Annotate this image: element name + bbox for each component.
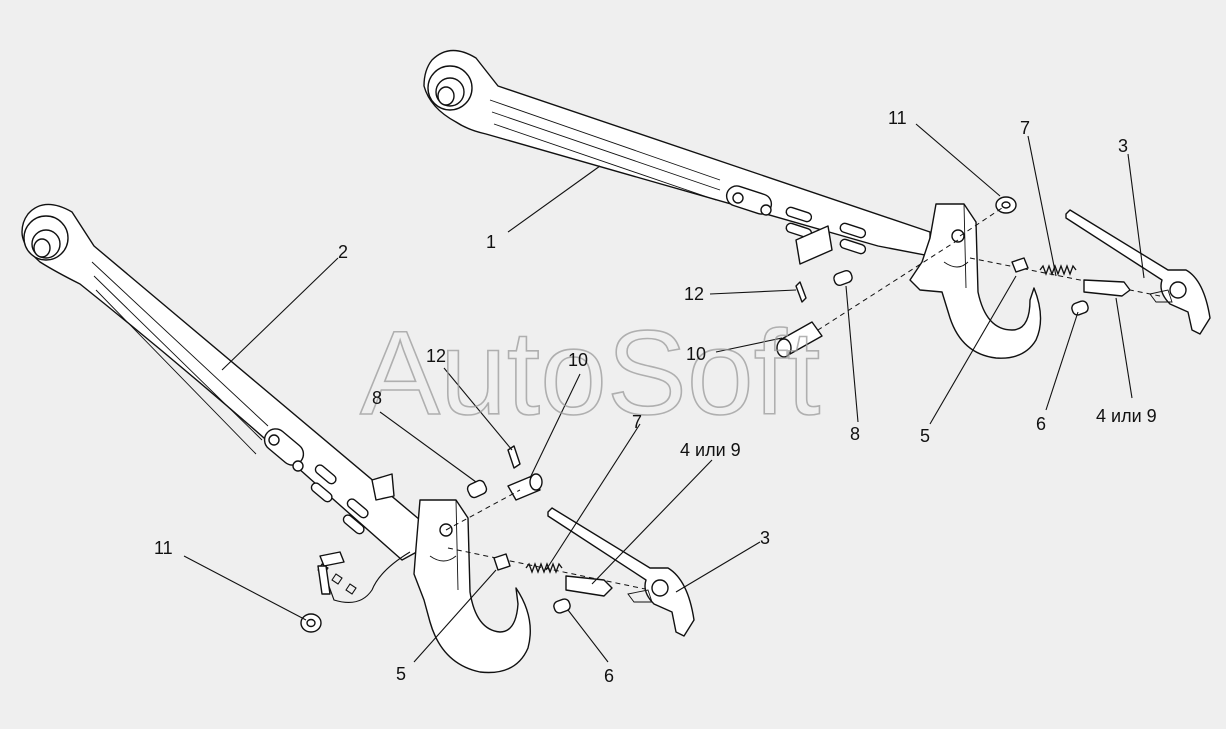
arm-2-assembly	[21, 203, 695, 674]
label-6-upper: 6	[1036, 414, 1046, 434]
label-1: 1	[486, 232, 496, 252]
label-10-upper: 10	[686, 344, 706, 364]
chain-2	[325, 551, 411, 603]
label-6-lower: 6	[604, 666, 614, 686]
label-3-lower: 3	[760, 528, 770, 548]
link-4-upper	[1083, 279, 1131, 297]
watermark-text: AutoSoft	[360, 306, 820, 440]
label-7-lower: 7	[632, 412, 642, 432]
label-4-upper: 4 или 9	[1096, 406, 1157, 426]
label-4-lower: 4 или 9	[680, 440, 741, 460]
link-4-lower	[565, 575, 613, 597]
cotter-12-upper	[795, 281, 807, 303]
hook-2	[413, 499, 531, 674]
pin-8-upper	[833, 269, 853, 287]
label-8-upper: 8	[850, 424, 860, 444]
arm-1	[423, 49, 931, 257]
lever-3-lower	[547, 507, 695, 637]
spring-7-lower	[525, 562, 563, 574]
label-5-upper: 5	[920, 426, 930, 446]
label-5-lower: 5	[396, 664, 406, 684]
spring-7-upper	[1039, 264, 1077, 276]
callout-labels: 1 2 11 7 3 12 10 8 5 6 4 или 9 8 12 10 7…	[154, 108, 1157, 686]
hook-1	[909, 203, 1042, 359]
pin-8-lower	[466, 479, 488, 499]
label-12-lower: 12	[426, 346, 446, 366]
cotter-12-lower	[507, 445, 521, 469]
label-10-lower: 10	[568, 350, 588, 370]
label-3-upper: 3	[1118, 136, 1128, 156]
bracket-1	[795, 225, 833, 265]
leader-lines	[183, 123, 1145, 663]
label-8-lower: 8	[372, 388, 382, 408]
label-2: 2	[338, 242, 348, 262]
label-12-upper: 12	[684, 284, 704, 304]
pin-6-lower	[553, 598, 571, 614]
label-11-lower: 11	[154, 538, 173, 558]
label-7-upper: 7	[1020, 118, 1030, 138]
bracket-2	[371, 473, 395, 501]
arm-1-assembly	[423, 49, 1211, 359]
label-11-upper: 11	[888, 108, 907, 128]
lever-3-upper	[1065, 209, 1211, 335]
pin-6-upper	[1071, 300, 1089, 316]
